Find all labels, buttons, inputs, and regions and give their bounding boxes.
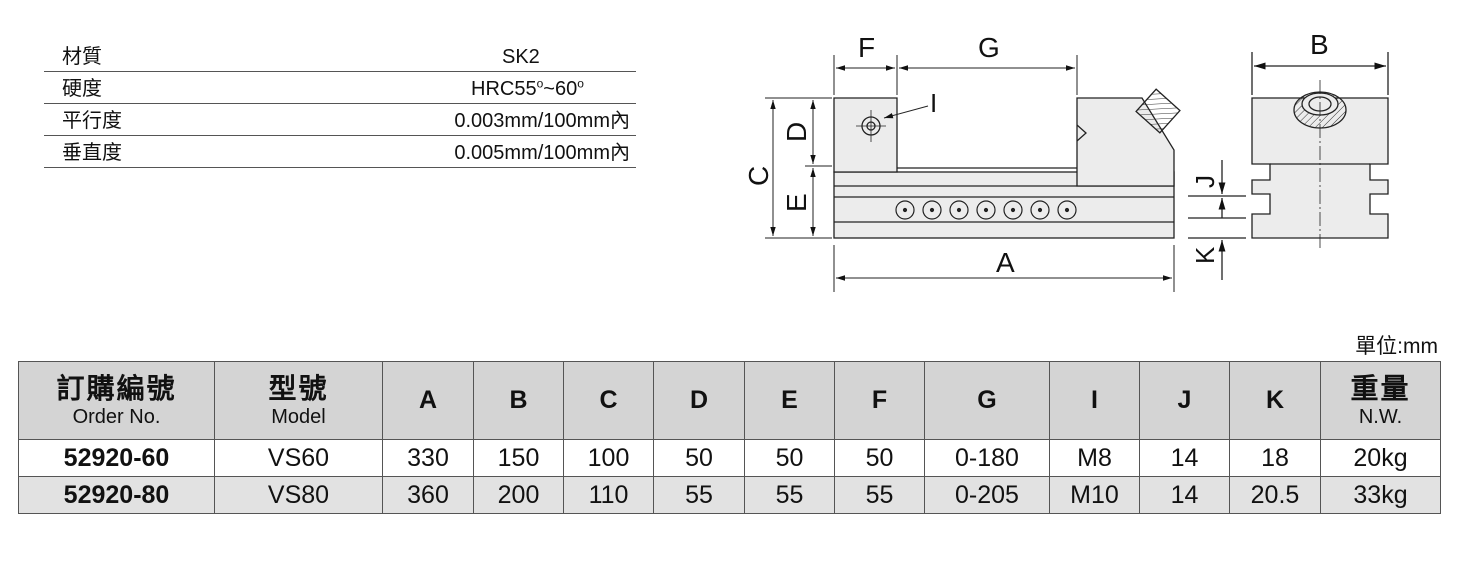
cell-d: 55 [653,476,745,514]
front-view [833,88,1181,239]
unit-label: 單位:mm [1355,335,1438,358]
cell-e: 55 [744,476,835,514]
cell-b: 200 [473,476,564,514]
spec-value: SK2 [502,46,540,68]
cell-k: 20.5 [1229,476,1321,514]
cell-i: M10 [1049,476,1140,514]
spec-label: 硬度 [62,78,102,100]
spec-value: HRC55o~60o [471,74,584,105]
header-b: B [473,361,564,440]
spec-row-parallelism: 平行度 0.003mm/100mm內 [44,104,636,136]
cell-order-no: 52920-80 [18,476,215,514]
spec-list: 材質 SK2 硬度 HRC55o~60o 平行度 0.003mm/100mm內 … [44,40,636,168]
spec-label: 平行度 [62,110,122,132]
cell-f: 55 [834,476,925,514]
cell-weight: 20kg [1320,439,1441,477]
cell-e: 50 [744,439,835,477]
cell-j: 14 [1139,476,1230,514]
cell-a: 360 [382,476,474,514]
dimension-label-a: A [996,247,1015,278]
table-row: 52920-80 VS80 360 200 110 55 55 55 0-205… [18,476,1441,514]
cell-i: M8 [1049,439,1140,477]
dimension-label-e: E [781,193,812,212]
spec-label: 材質 [62,46,102,68]
spec-value: 0.005mm/100mm內 [454,142,630,164]
dimension-label-i: I [930,88,937,118]
dimension-label-d: D [781,122,812,142]
header-k: K [1229,361,1321,440]
cell-g: 0-205 [924,476,1050,514]
dimension-label-g: G [978,32,1000,63]
cell-g: 0-180 [924,439,1050,477]
header-e: E [744,361,835,440]
cell-a: 330 [382,439,474,477]
dimension-lines [765,55,1175,292]
degree-mark: o [536,76,544,91]
header-c: C [563,361,654,440]
header-j: J [1139,361,1230,440]
spec-row-perpendicularity: 垂直度 0.005mm/100mm內 [44,136,636,168]
header-i: I [1049,361,1140,440]
dimension-label-c: C [743,166,774,186]
cell-d: 50 [653,439,745,477]
dimension-label-b: B [1310,29,1329,60]
cell-j: 14 [1139,439,1230,477]
table-row: 52920-60 VS60 330 150 100 50 50 50 0-180… [18,439,1441,477]
cell-weight: 33kg [1320,476,1441,514]
spec-value: 0.003mm/100mm內 [454,110,630,132]
cell-k: 18 [1229,439,1321,477]
dimension-label-k: K [1190,246,1220,264]
dimension-label-f: F [858,32,875,63]
spec-row-material: 材質 SK2 [44,40,636,72]
cell-order-no: 52920-60 [18,439,215,477]
hardness-min: HRC55 [471,78,537,100]
header-a: A [382,361,474,440]
front-view-holes [895,200,1077,220]
cell-model: VS60 [214,439,383,477]
header-d: D [653,361,745,440]
degree-mark: o [577,76,584,91]
cell-c: 110 [563,476,654,514]
spec-label: 垂直度 [62,142,122,164]
dimension-label-j: J [1190,175,1220,188]
hardness-max: ~60 [543,78,578,100]
cell-model: VS80 [214,476,383,514]
cell-b: 150 [473,439,564,477]
header-g: G [924,361,1050,440]
side-view [1188,52,1389,280]
cell-f: 50 [834,439,925,477]
header-f: F [834,361,925,440]
cell-c: 100 [563,439,654,477]
spec-row-hardness: 硬度 HRC55o~60o [44,72,636,104]
